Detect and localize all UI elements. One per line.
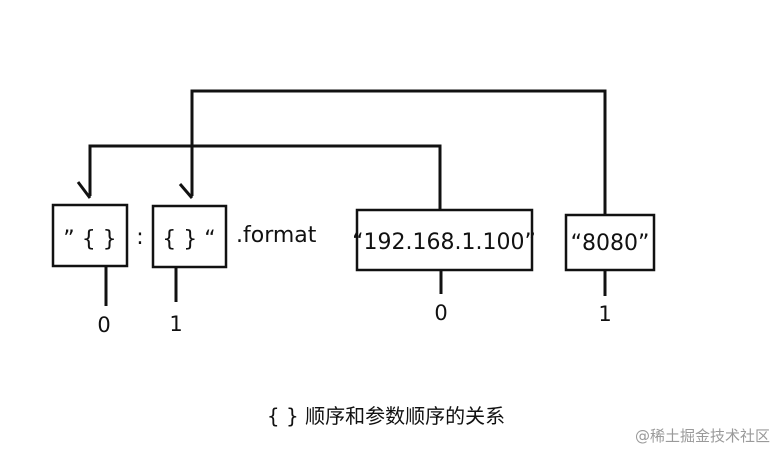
watermark: @稀土掘金技术社区: [635, 427, 770, 445]
connector-ip-to-first-placeholder: [88, 144, 442, 212]
index-box1: 0: [97, 313, 110, 337]
placeholder-box-2: [151, 204, 228, 269]
boxes: [51, 203, 656, 272]
placeholder-box-1: [51, 203, 129, 268]
arrowhead-first-placeholder: [76, 181, 92, 199]
connectors: [76, 89, 607, 306]
arg-ip-label: “192.168.1.100”: [352, 230, 536, 255]
arrowhead-second-placeholder: [178, 183, 194, 199]
arg-box-ip: [355, 208, 534, 272]
diagram-caption: { } 顺序和参数顺序的关系: [267, 404, 505, 428]
placeholder-box-2-label: { } “: [162, 227, 215, 252]
connector-port-to-second-placeholder: [190, 89, 607, 214]
format-method-label: .format: [236, 223, 317, 248]
arg-box-port: [564, 213, 656, 272]
index-box2: 1: [169, 312, 182, 336]
placeholder-box-1-label: ” { }: [63, 227, 116, 252]
index-box4: 1: [598, 302, 611, 326]
arg-port-label: “8080”: [571, 231, 650, 256]
colon-label: :: [136, 225, 143, 250]
index-box3: 0: [434, 301, 447, 325]
